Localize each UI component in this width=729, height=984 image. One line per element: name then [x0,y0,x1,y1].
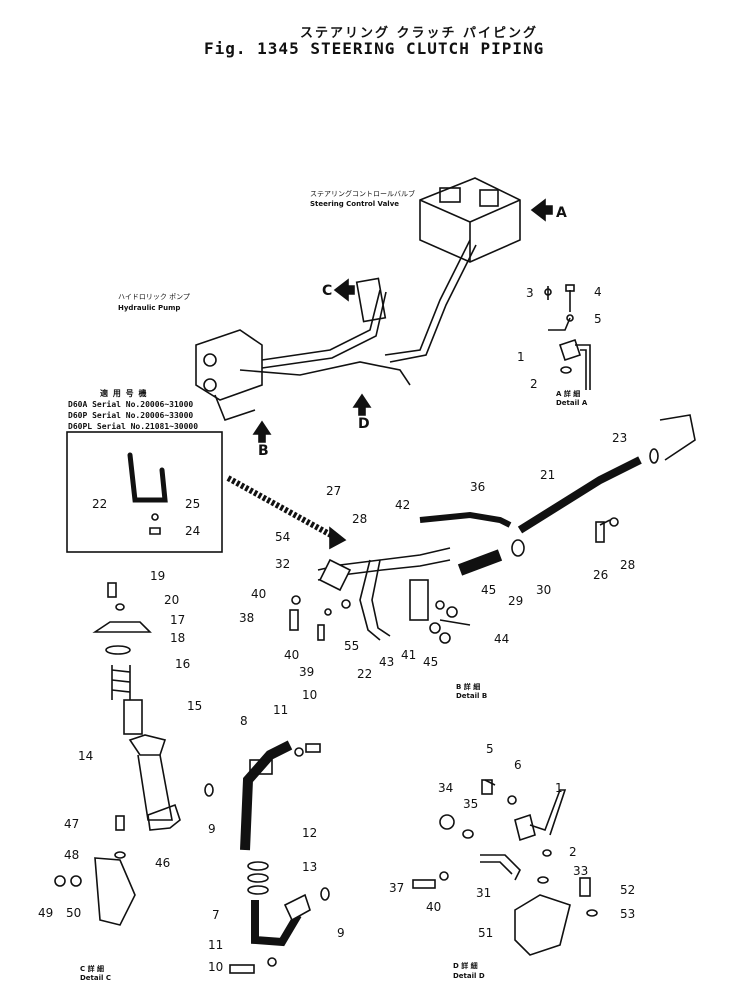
detail-a-caption-en: Detail A [556,399,588,407]
steering-control-valve-drawing [419,177,521,263]
part-number: 24 [185,524,201,538]
view-arrow-a: A [556,205,567,221]
part-number: 10 [208,960,224,974]
part-number: 26 [593,568,609,582]
view-arrow-b: B [258,443,269,459]
part-number: 17 [170,613,186,627]
part-number: 1 [517,350,525,364]
part-number: 47 [64,817,80,831]
part-number: 18 [170,631,186,645]
lower-pipes-drawing [204,740,330,974]
part-number: 14 [78,749,94,763]
detail-b-caption-en: Detail B [456,692,488,700]
part-number: 33 [573,864,589,878]
part-number: 31 [476,886,492,900]
part-number: 49 [38,906,54,920]
part-number: 40 [284,648,300,662]
part-number: 38 [239,611,255,625]
part-number: 29 [508,594,524,608]
detail-d-drawing [412,779,598,956]
part-number: 28 [620,558,636,572]
part-number: 20 [164,593,180,607]
part-number: 27 [326,484,342,498]
serial-row: D60P Serial No.20006~33000 [68,411,194,420]
part-number: 28 [352,512,368,526]
part-number: 22 [92,497,108,511]
part-number: 1 [555,781,563,795]
hydraulic-pump-drawing [195,329,263,401]
part-number: 13 [302,860,318,874]
part-number: 3 [526,286,534,300]
part-number: 40 [251,587,267,601]
part-number: 42 [395,498,411,512]
title-english: Fig. 1345 STEERING CLUTCH PIPING [204,39,545,58]
view-arrow-c: C [322,283,333,299]
part-number: 32 [275,557,291,571]
part-number: 52 [620,883,636,897]
part-number: 44 [494,632,510,646]
part-number: 51 [478,926,494,940]
hydraulic-pump-label-en: Hydraulic Pump [118,304,181,312]
part-number: 36 [470,480,486,494]
part-number: 21 [540,468,556,482]
part-number: 15 [187,699,203,713]
part-number: 25 [185,497,201,511]
part-number: 45 [423,655,439,669]
part-number: 35 [463,797,479,811]
part-number: 11 [273,703,289,717]
part-number: 45 [481,583,497,597]
part-number: 54 [275,530,291,544]
part-number: 48 [64,848,80,862]
part-number: 12 [302,826,318,840]
part-number: 9 [337,926,345,940]
part-number: 5 [594,312,602,326]
part-number: 40 [426,900,442,914]
part-number: 55 [344,639,360,653]
serial-header: 適 用 号 機 [100,389,147,398]
part-number: 53 [620,907,636,921]
serial-row: D60A Serial No.20006~31000 [68,400,194,409]
detail-c-caption-jp: C 詳 細 [80,965,105,973]
part-number: 34 [438,781,454,795]
view-arrow-d: D [358,416,370,432]
part-number: 2 [569,845,577,859]
steering-valve-label-en: Steering Control Valve [310,200,400,208]
part-number: 6 [514,758,522,772]
serial-row: D60PL Serial No.21081~30000 [68,422,199,431]
part-number: 11 [208,938,224,952]
part-number: 23 [612,431,628,445]
part-number: 37 [389,881,405,895]
part-number: 19 [150,569,166,583]
part-number: 2 [530,377,538,391]
hydraulic-pump-label-jp: ハイドロリック ポンプ [118,293,190,301]
title-japanese: ステアリング クラッチ パイピング [300,26,539,41]
part-number: 22 [357,667,373,681]
detail-a-drawing [544,284,591,390]
part-number: 50 [66,906,82,920]
part-number: 30 [536,583,552,597]
steering-valve-label-jp: ステアリングコントロールバルブ [310,190,415,198]
serial-inset-box [66,431,223,553]
part-number: 9 [208,822,216,836]
detail-c-caption-en: Detail C [80,974,112,982]
part-number: 39 [299,665,315,679]
detail-b-drawing [226,414,696,644]
part-number: 43 [379,655,395,669]
part-number: 10 [302,688,318,702]
detail-a-caption-jp: A 詳 細 [556,390,581,398]
part-number: 46 [155,856,171,870]
part-number: 4 [594,285,602,299]
detail-c-drawing [54,582,181,926]
part-number: 7 [212,908,220,922]
part-number: 8 [240,714,248,728]
detail-d-caption-jp: D 詳 細 [453,962,478,970]
part-number: 5 [486,742,494,756]
part-number: 41 [401,648,417,662]
detail-b-caption-jp: B 詳 細 [456,683,481,691]
detail-d-caption-en: Detail D [453,972,485,980]
part-number: 16 [175,657,191,671]
